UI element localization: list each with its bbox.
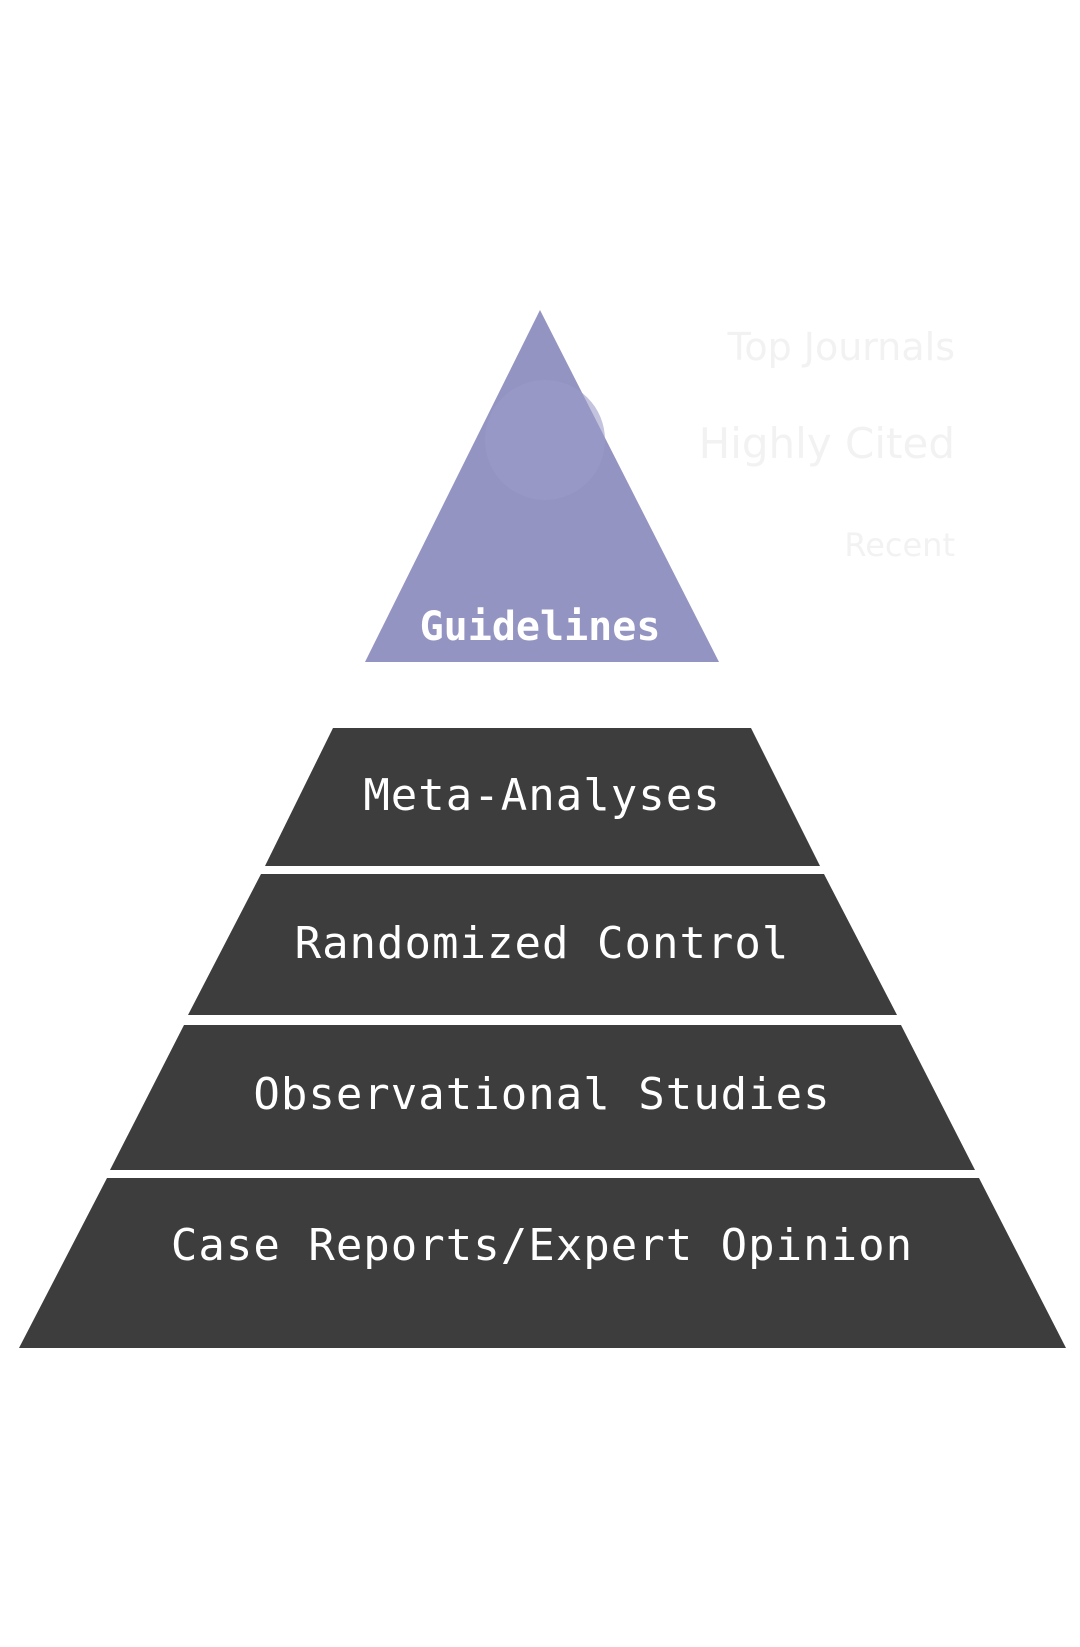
tier-meta-analyses xyxy=(265,728,820,866)
apex-watermark-circle xyxy=(485,380,605,500)
tier-observational-studies xyxy=(110,1025,975,1170)
tier-label-observational-studies: Observational Studies xyxy=(253,1069,830,1120)
faint-note-highly-cited: Highly Cited xyxy=(699,419,955,468)
tier-case-reports-expert-opinion xyxy=(19,1178,1066,1348)
tier-randomized-control xyxy=(188,874,897,1015)
tier-label-meta-analyses: Meta-Analyses xyxy=(363,770,720,821)
faint-note-recent: Recent xyxy=(844,526,955,564)
tier-label-randomized-control: Randomized Control xyxy=(295,918,790,969)
faint-note-top-journals: Top Journals xyxy=(727,325,955,369)
apex-label: Guidelines xyxy=(420,604,661,650)
tier-label-case-reports-expert-opinion: Case Reports/Expert Opinion xyxy=(171,1220,913,1271)
